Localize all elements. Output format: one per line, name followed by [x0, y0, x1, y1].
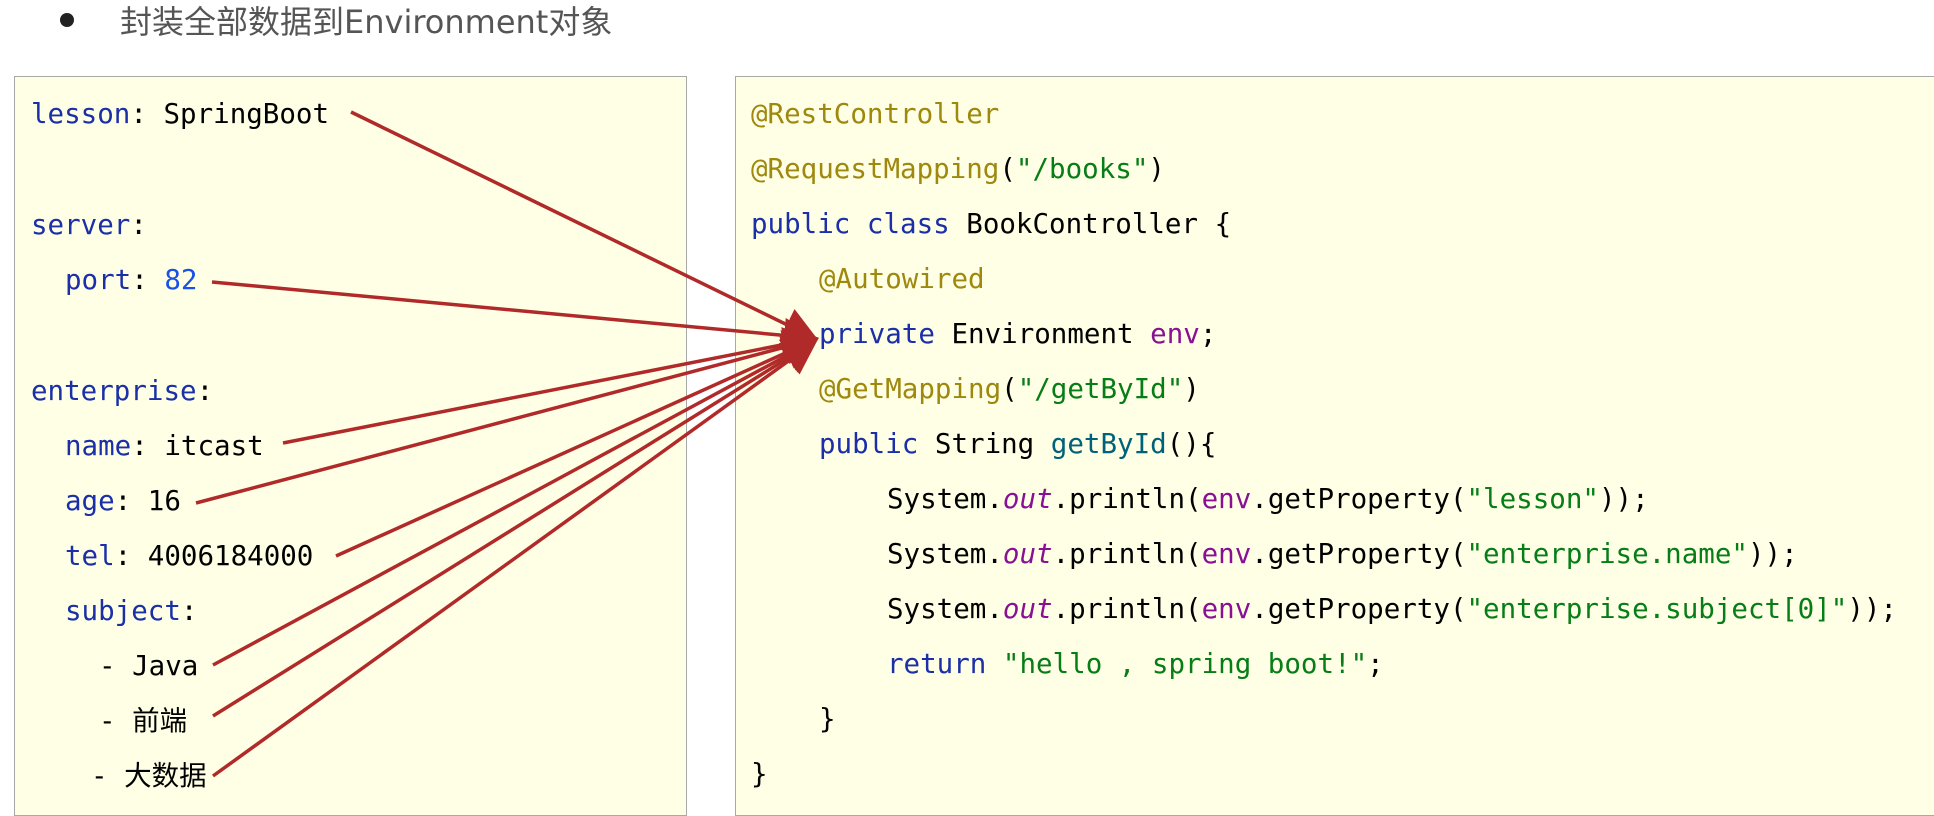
yaml-key-enterprise: enterprise — [31, 375, 197, 407]
system-class: System. — [887, 483, 1003, 515]
keyword-class: class — [866, 208, 950, 240]
string-getbyid-path: "/getById" — [1017, 373, 1184, 405]
yaml-line-server: server: — [31, 208, 147, 242]
println-call: .println( — [1052, 593, 1202, 625]
code-line-return: return "hello , spring boot!"; — [887, 647, 1384, 681]
yaml-sep: : — [180, 595, 198, 627]
yaml-value-tel: 4006184000 — [147, 540, 314, 572]
println-call: .println( — [1052, 483, 1202, 515]
yaml-line-port: port: 82 — [65, 263, 197, 297]
yaml-key-subject: subject — [65, 595, 181, 627]
println-call: .println( — [1052, 538, 1202, 570]
getproperty-call: .getProperty( — [1251, 593, 1467, 625]
yaml-value-lesson: SpringBoot — [163, 98, 330, 130]
bullet-icon — [60, 13, 74, 27]
yaml-key-server: server — [31, 209, 131, 241]
code-line-class-decl: public class BookController { — [751, 207, 1231, 241]
yaml-value-port: 82 — [164, 264, 198, 296]
method-getbyid: getById — [1050, 428, 1167, 460]
yaml-key-age: age — [65, 485, 115, 517]
yaml-subject-item: - Java — [99, 650, 199, 682]
yaml-key-lesson: lesson — [31, 98, 131, 130]
code-line-autowired: @Autowired — [819, 262, 985, 296]
class-name: BookController { — [949, 208, 1232, 240]
getproperty-call: .getProperty( — [1251, 538, 1467, 570]
code-line-class-close: } — [751, 758, 768, 790]
yaml-sep: : — [196, 375, 214, 407]
code-line-method-close: } — [819, 703, 836, 735]
code-line-println-lesson: System.out.println(env.getProperty("less… — [887, 482, 1649, 516]
yaml-subject-item: - 大数据 — [91, 760, 207, 792]
yaml-key-name: name — [65, 430, 132, 462]
paren: ) — [1183, 373, 1200, 405]
yaml-key-tel: tel — [65, 540, 115, 572]
code-line-env-field: private Environment env; — [819, 317, 1216, 351]
keyword-public: public — [819, 428, 919, 460]
paren: ) — [1148, 153, 1165, 185]
call-close: )); — [1847, 593, 1897, 625]
yaml-value-name: itcast — [164, 430, 264, 462]
paren: ( — [1001, 373, 1018, 405]
method-tail: (){ — [1166, 428, 1217, 460]
field-env: env — [1150, 318, 1200, 350]
semicolon: ; — [1367, 648, 1384, 680]
annotation-autowired: @Autowired — [819, 263, 985, 295]
type-environment: Environment — [934, 318, 1151, 350]
yaml-sep: : — [114, 540, 148, 572]
yaml-key-port: port — [65, 264, 132, 296]
code-line-rest-controller: @RestController — [751, 97, 999, 131]
yaml-sep: : — [130, 98, 164, 130]
keyword-private: private — [819, 318, 935, 350]
call-close: )); — [1747, 538, 1798, 570]
paren: ( — [999, 153, 1016, 185]
yaml-sep: : — [114, 485, 148, 517]
keyword-public: public — [751, 208, 851, 240]
code-line-method-decl: public String getById(){ — [819, 427, 1216, 461]
yaml-line-tel: tel: 4006184000 — [65, 539, 313, 573]
system-class: System. — [887, 593, 1003, 625]
string-enterprise-name: "enterprise.name" — [1466, 538, 1748, 570]
java-code-panel: @RestController @RequestMapping("/books"… — [735, 76, 1934, 816]
string-enterprise-subject: "enterprise.subject[0]" — [1466, 593, 1848, 625]
field-env: env — [1201, 538, 1252, 570]
string-hello: "hello , spring boot!" — [1002, 648, 1368, 680]
yaml-sep: : — [130, 209, 147, 241]
yaml-line-subject: subject: — [65, 594, 197, 628]
yaml-line-name: name: itcast — [65, 429, 264, 463]
static-field-out: out — [1002, 483, 1053, 515]
yaml-config-panel: lesson: SpringBoot server: port: 82 ente… — [14, 76, 687, 816]
yaml-sep: : — [131, 430, 165, 462]
system-class: System. — [887, 538, 1003, 570]
field-env: env — [1201, 483, 1252, 515]
heading-row: 封装全部数据到Environment对象 — [60, 0, 613, 41]
yaml-subject-item: - 前端 — [99, 705, 188, 737]
yaml-value-age: 16 — [147, 485, 181, 517]
keyword-return: return — [887, 648, 987, 680]
heading-text: 封装全部数据到Environment对象 — [120, 3, 613, 41]
annotation-request-mapping: @RequestMapping — [751, 153, 1000, 185]
getproperty-call: .getProperty( — [1251, 483, 1467, 515]
yaml-line-lesson: lesson: SpringBoot — [31, 97, 329, 131]
yaml-line-enterprise: enterprise: — [31, 374, 213, 408]
yaml-line-age: age: 16 — [65, 484, 181, 518]
string-lesson: "lesson" — [1466, 483, 1599, 515]
static-field-out: out — [1002, 593, 1053, 625]
field-env: env — [1201, 593, 1252, 625]
yaml-sep: : — [131, 264, 165, 296]
string-books-path: "/books" — [1015, 153, 1149, 185]
annotation-rest-controller: @RestController — [751, 98, 1000, 130]
call-close: )); — [1598, 483, 1649, 515]
semicolon: ; — [1199, 318, 1217, 350]
code-line-println-name: System.out.println(env.getProperty("ente… — [887, 537, 1798, 571]
code-line-request-mapping: @RequestMapping("/books") — [751, 152, 1165, 186]
code-line-get-mapping: @GetMapping("/getById") — [819, 372, 1200, 406]
code-line-println-subject: System.out.println(env.getProperty("ente… — [887, 592, 1897, 626]
static-field-out: out — [1002, 538, 1053, 570]
type-string: String — [918, 428, 1051, 460]
annotation-get-mapping: @GetMapping — [819, 373, 1002, 405]
